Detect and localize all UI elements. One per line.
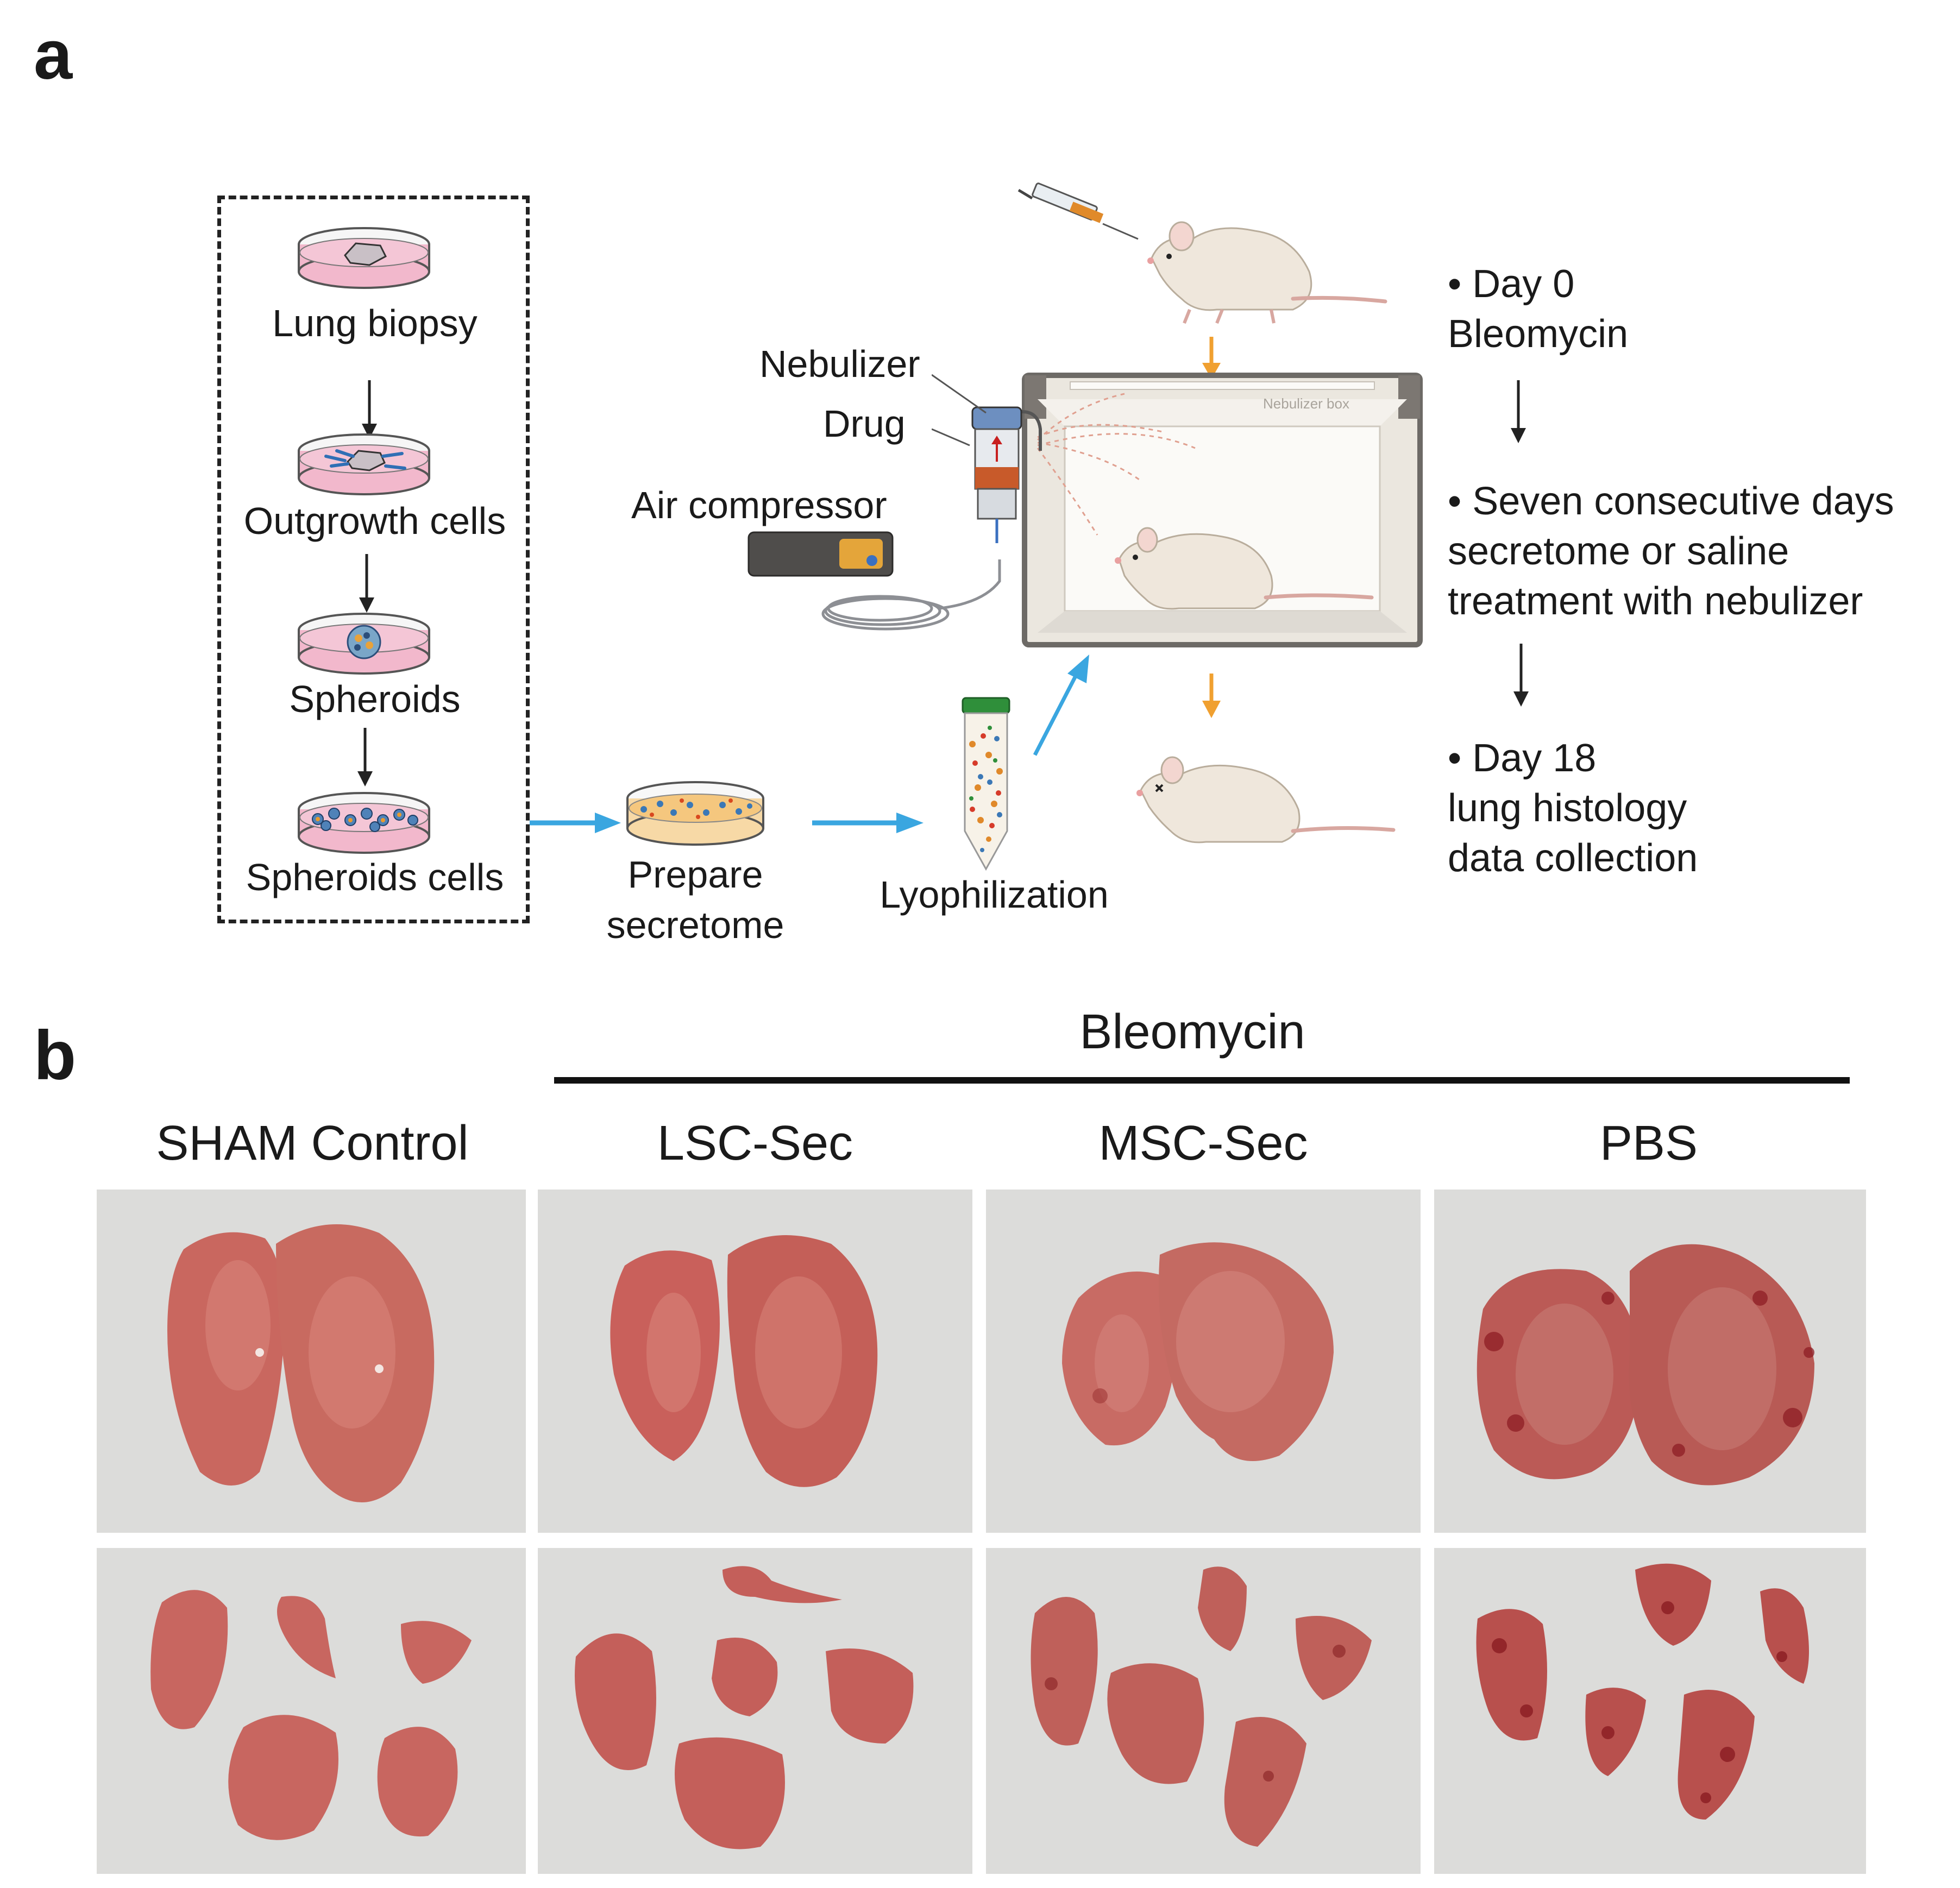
secretome-dish-icon <box>626 781 764 846</box>
down-arrow-2-icon <box>359 554 374 613</box>
lyophilization-tube-icon <box>962 697 1010 871</box>
step-spheroid-cells-label: Spheroids cells <box>246 856 504 898</box>
prepare-secretome-label-1: Prepare <box>627 853 763 896</box>
air-compressor-label: Air compressor <box>631 484 887 526</box>
air-compressor-icon <box>747 531 1001 631</box>
blue-arrow-to-nebulizer-icon <box>1033 654 1089 756</box>
timeline-day0-line1: • Day 0 <box>1448 262 1575 306</box>
dish-lung-biopsy-icon <box>298 227 430 289</box>
orange-arrow-down-1-icon <box>1202 337 1221 379</box>
photo-sham-whole-lung <box>97 1190 526 1533</box>
lyophilization-label: Lyophilization <box>880 873 1109 916</box>
step-lung-biopsy-label: Lung biopsy <box>272 302 478 344</box>
dish-spheroid-cells-icon <box>298 792 430 854</box>
photo-msc-lung-lobes <box>986 1548 1421 1874</box>
mouse-bottom-icon <box>1136 756 1396 844</box>
timeline-treatment-line1: • Seven consecutive days <box>1448 480 1894 523</box>
dish-spheroids-icon <box>298 613 430 675</box>
timeline-day18-line2: lung histology <box>1448 786 1687 830</box>
drug-label: Drug <box>823 402 906 445</box>
step-outgrowth-label: Outgrowth cells <box>243 500 506 542</box>
column-header-msc: MSC-Sec <box>1098 1116 1308 1170</box>
down-arrow-1-icon <box>362 380 377 439</box>
timeline-day18-line3: data collection <box>1448 836 1698 880</box>
column-header-sham: SHAM Control <box>156 1116 469 1170</box>
timeline-day0-line2: Bleomycin <box>1448 312 1629 356</box>
photo-pbs-whole-lung <box>1434 1190 1866 1533</box>
mouse-in-box-icon <box>1115 527 1374 610</box>
blue-arrow-to-lyophilization-icon <box>812 813 924 833</box>
blue-arrow-to-secretome-icon <box>530 813 621 833</box>
photo-lsc-lung-lobes <box>538 1548 972 1874</box>
down-arrow-3-icon <box>357 728 373 786</box>
panel-a-letter: a <box>34 16 73 94</box>
dish-outgrowth-icon <box>298 433 430 495</box>
nebulizer-device-icon <box>971 406 1042 543</box>
timeline-arrow-1-icon <box>1511 380 1526 443</box>
column-header-lsc: LSC-Sec <box>657 1116 853 1170</box>
workflow-dashed-box <box>217 196 530 923</box>
step-spheroids-label: Spheroids <box>289 678 461 720</box>
column-header-pbs: PBS <box>1599 1116 1698 1170</box>
mouse-top-icon <box>1147 221 1387 324</box>
photo-lsc-whole-lung <box>538 1190 972 1533</box>
nebulizer-box-icon <box>1022 373 1423 647</box>
bleomycin-bracket-line <box>554 1077 1850 1084</box>
bleomycin-bracket-label: Bleomycin <box>1079 1005 1305 1059</box>
callout-lines-icon <box>932 374 987 446</box>
nebulizer-box-caption: Nebulizer box <box>1263 395 1349 412</box>
timeline-treatment-line3: treatment with nebulizer <box>1448 580 1863 623</box>
photo-sham-lung-lobes <box>97 1548 526 1874</box>
prepare-secretome-label-2: secretome <box>606 904 784 946</box>
nebulizer-label: Nebulizer <box>759 343 920 385</box>
timeline-day18-line1: • Day 18 <box>1448 737 1597 780</box>
timeline-arrow-2-icon <box>1513 644 1529 707</box>
timeline-treatment-line2: secretome or saline <box>1448 530 1789 573</box>
photo-pbs-lung-lobes <box>1434 1548 1866 1874</box>
orange-arrow-down-2-icon <box>1202 674 1221 718</box>
panel-b-letter: b <box>34 1017 77 1094</box>
syringe-icon <box>1017 182 1139 240</box>
photo-msc-whole-lung <box>986 1190 1421 1533</box>
